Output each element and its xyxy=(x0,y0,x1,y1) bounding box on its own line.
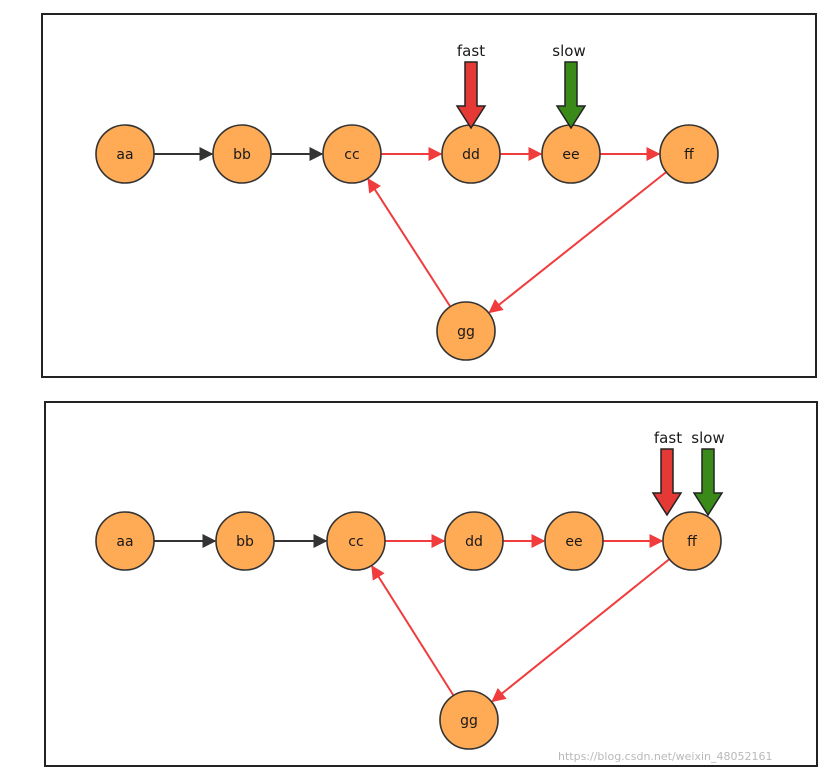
edge-ff-gg xyxy=(491,558,671,703)
node-label: gg xyxy=(457,324,475,340)
node-ff: ff xyxy=(662,511,722,571)
panel-1: aa bb cc dd ee ff gg fast slow xyxy=(41,13,817,378)
slow-pointer-label: slow xyxy=(552,42,585,60)
node-label: bb xyxy=(236,534,254,550)
fast-pointer-arrow xyxy=(651,448,683,517)
fast-pointer-arrow xyxy=(455,61,487,130)
node-circle xyxy=(326,511,386,571)
node-circle xyxy=(322,124,382,184)
node-label: dd xyxy=(462,147,480,163)
node-label: ee xyxy=(562,147,579,163)
watermark-url: https://blog.csdn.net/weixin_48052161 xyxy=(558,750,773,763)
panel-1-border xyxy=(41,13,817,378)
edge-gg-cc xyxy=(371,565,455,697)
edge-gg-cc xyxy=(367,178,452,308)
node-bb: bb xyxy=(212,124,272,184)
node-dd: dd xyxy=(441,124,501,184)
node-ee: ee xyxy=(544,511,604,571)
node-circle xyxy=(662,511,722,571)
edge-ff-gg xyxy=(488,171,667,314)
node-label: gg xyxy=(460,713,478,729)
node-ee: ee xyxy=(541,124,601,184)
fast-pointer-label: fast xyxy=(457,42,485,60)
node-circle xyxy=(436,301,496,361)
panel-2-border xyxy=(44,401,818,767)
node-label: ff xyxy=(687,534,697,550)
node-gg: gg xyxy=(436,301,496,361)
node-cc: cc xyxy=(322,124,382,184)
node-circle xyxy=(444,511,504,571)
node-gg: gg xyxy=(439,690,499,750)
node-label: ff xyxy=(684,147,694,163)
panel-2: aa bb cc dd ee ff gg fast slow xyxy=(44,401,818,767)
node-bb: bb xyxy=(215,511,275,571)
node-circle xyxy=(439,690,499,750)
node-circle xyxy=(95,511,155,571)
node-circle xyxy=(215,511,275,571)
node-label: aa xyxy=(116,534,133,550)
slow-pointer-arrow xyxy=(692,448,724,517)
node-aa: aa xyxy=(95,511,155,571)
node-circle xyxy=(95,124,155,184)
fast-pointer-label: fast xyxy=(654,429,682,447)
node-circle xyxy=(212,124,272,184)
node-label: ee xyxy=(565,534,582,550)
node-label: dd xyxy=(465,534,483,550)
node-cc: cc xyxy=(326,511,386,571)
node-label: cc xyxy=(344,147,359,163)
slow-pointer-arrow xyxy=(555,61,587,130)
node-circle xyxy=(659,124,719,184)
slow-pointer-label: slow xyxy=(691,429,724,447)
node-dd: dd xyxy=(444,511,504,571)
node-label: cc xyxy=(348,534,363,550)
node-ff: ff xyxy=(659,124,719,184)
node-circle xyxy=(544,511,604,571)
node-label: bb xyxy=(233,147,251,163)
node-label: aa xyxy=(116,147,133,163)
node-aa: aa xyxy=(95,124,155,184)
